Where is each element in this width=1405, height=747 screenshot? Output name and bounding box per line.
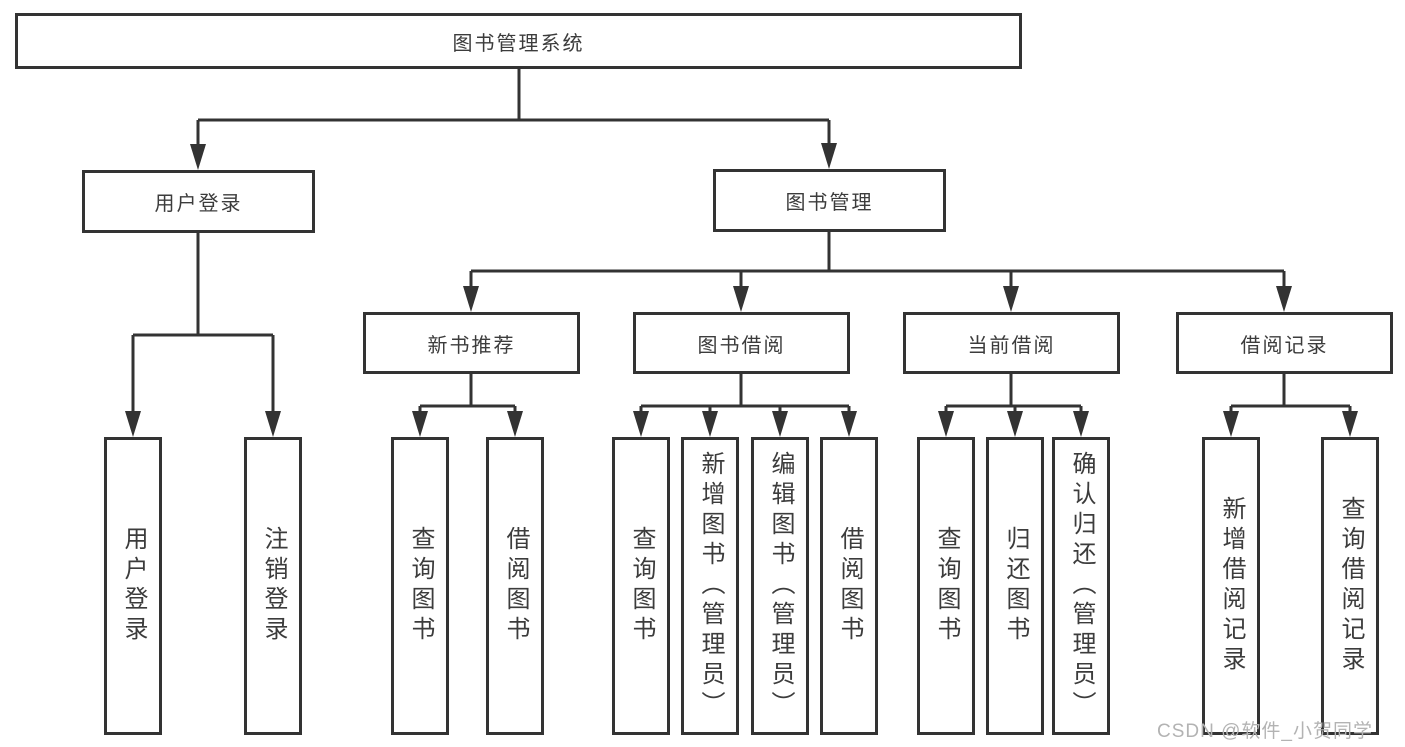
- node-label: 新增借阅记录: [1218, 496, 1245, 676]
- node-label: 新增图书（管理员）: [697, 451, 724, 721]
- leaf-add-book-admin: 新增图书（管理员）: [681, 437, 739, 735]
- arrow-icon: [1276, 286, 1292, 312]
- arrow-icon: [772, 411, 788, 437]
- arrow-icon: [633, 411, 649, 437]
- node-label: 借阅图书: [502, 526, 529, 646]
- node-label: 新书推荐: [427, 334, 516, 357]
- leaf-borrow-books-borrowing: 借阅图书: [820, 437, 878, 735]
- arrow-icon: [412, 411, 428, 437]
- leaf-borrow-books-recommend: 借阅图书: [486, 437, 544, 735]
- node-user-login: 用户登录: [82, 170, 315, 233]
- node-new-book-recommendation: 新书推荐: [363, 312, 580, 374]
- arrow-icon: [265, 411, 281, 437]
- arrow-icon: [938, 411, 954, 437]
- node-label: 图书管理: [785, 192, 874, 214]
- leaf-add-borrow-record: 新增借阅记录: [1202, 437, 1260, 735]
- node-label: 归还图书: [1002, 526, 1029, 646]
- node-label: 图书借阅: [697, 334, 786, 357]
- node-label: 查询图书: [407, 526, 434, 646]
- arrow-icon: [1223, 411, 1239, 437]
- arrowheads: [125, 143, 1358, 437]
- leaf-edit-book-admin: 编辑图书（管理员）: [751, 437, 809, 735]
- arrow-icon: [821, 143, 837, 169]
- leaf-return-books: 归还图书: [986, 437, 1044, 735]
- arrow-icon: [1003, 286, 1019, 312]
- leaf-search-books-borrowing: 查询图书: [612, 437, 670, 735]
- arrow-icon: [1073, 411, 1089, 437]
- node-label: 编辑图书（管理员）: [767, 451, 794, 721]
- watermark: CSDN @软件_小贺同学: [1157, 721, 1373, 742]
- node-current-borrowing: 当前借阅: [903, 312, 1120, 374]
- arrow-icon: [841, 411, 857, 437]
- node-label: 用户登录: [154, 193, 243, 215]
- leaf-logout: 注销登录: [244, 437, 302, 735]
- node-book-borrowing: 图书借阅: [633, 312, 850, 374]
- node-label: 图书管理系统: [452, 32, 585, 55]
- arrow-icon: [1342, 411, 1358, 437]
- leaf-search-books-recommend: 查询图书: [391, 437, 449, 735]
- arrow-icon: [702, 411, 718, 437]
- node-label: 借阅图书: [836, 526, 863, 646]
- leaf-confirm-return-admin: 确认归还（管理员）: [1052, 437, 1110, 735]
- connector-segments: [131, 69, 1352, 414]
- node-borrowing-records: 借阅记录: [1176, 312, 1393, 374]
- node-label: 用户登录: [120, 526, 147, 646]
- arrow-icon: [507, 411, 523, 437]
- node-label: 查询借阅记录: [1337, 496, 1364, 676]
- node-label: 借阅记录: [1240, 334, 1329, 357]
- node-label: 查询图书: [628, 526, 655, 646]
- node-library-management-system: 图书管理系统: [15, 13, 1022, 69]
- leaf-search-borrow-record: 查询借阅记录: [1321, 437, 1379, 735]
- arrow-icon: [190, 144, 206, 170]
- node-label: 查询图书: [933, 526, 960, 646]
- node-label: 当前借阅: [967, 334, 1056, 357]
- leaf-user-login: 用户登录: [104, 437, 162, 735]
- arrow-icon: [1007, 411, 1023, 437]
- node-label: 注销登录: [260, 526, 287, 646]
- arrow-icon: [733, 286, 749, 312]
- arrow-icon: [463, 286, 479, 312]
- arrow-icon: [125, 411, 141, 437]
- leaf-search-books-current: 查询图书: [917, 437, 975, 735]
- node-label: 确认归还（管理员）: [1068, 451, 1095, 721]
- node-book-management: 图书管理: [713, 169, 946, 232]
